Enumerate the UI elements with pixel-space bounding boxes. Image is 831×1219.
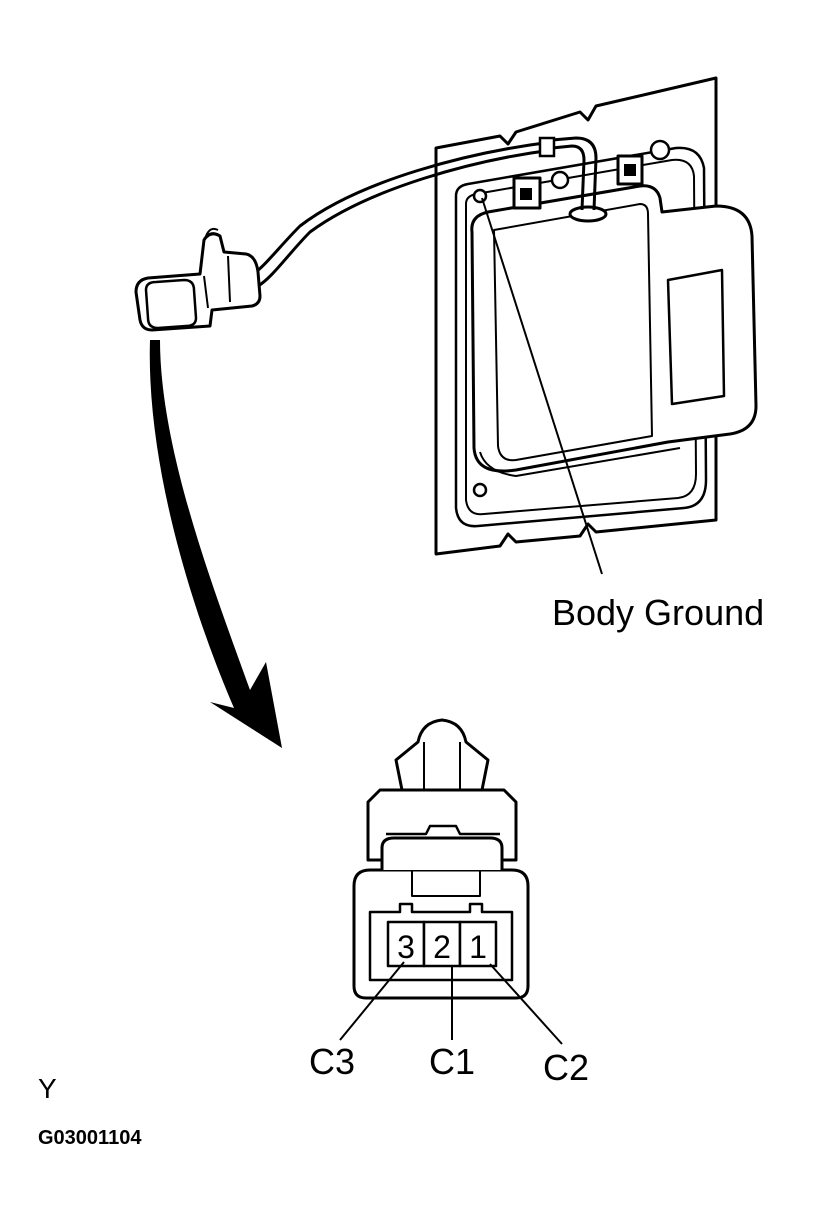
harness-connector	[134, 227, 262, 332]
module-housing	[470, 136, 758, 477]
terminal-c2-label: C2	[543, 1047, 589, 1088]
connector-front-view	[352, 718, 530, 1000]
pin-1-label: 1	[469, 929, 487, 965]
body-ground-label: Body Ground	[552, 592, 764, 633]
terminal-leaders	[339, 961, 563, 1045]
view-arrow	[149, 340, 282, 748]
view-letter: Y	[38, 1073, 57, 1104]
wire-harness	[248, 136, 556, 288]
figure-code: G03001104	[38, 1127, 142, 1149]
terminal-c3-label: C3	[309, 1041, 355, 1082]
body-ground-leader	[481, 197, 603, 575]
leader-c2	[489, 963, 563, 1045]
terminal-c1-label: C1	[429, 1041, 475, 1082]
pin-2-label: 2	[433, 929, 451, 965]
leader-c3	[339, 961, 405, 1041]
pin-3-label: 3	[397, 929, 415, 965]
